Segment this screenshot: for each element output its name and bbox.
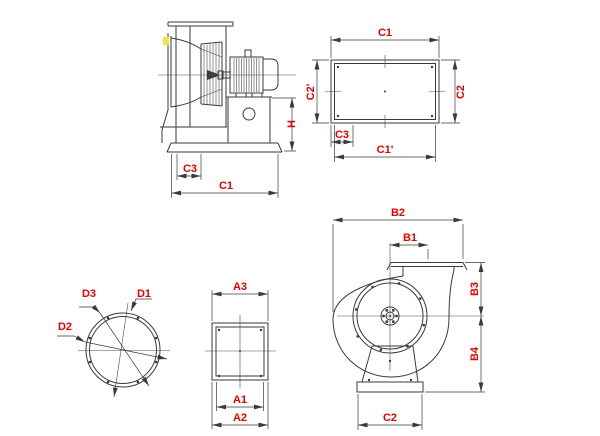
- pedestal-front: [356, 345, 424, 393]
- dim-label-c1-top: C1: [378, 27, 392, 39]
- dim-label-a2: A2: [233, 412, 247, 424]
- dim-label-b3: B3: [469, 282, 481, 296]
- dim-label-b2: B2: [391, 207, 405, 219]
- highlight-mark: [163, 37, 169, 45]
- motor-eyebolt: [244, 49, 252, 58]
- dim-label-c2-top: C2: [455, 85, 467, 99]
- dim-label-c1-side: C1: [219, 180, 233, 192]
- bolt-holes: [88, 316, 158, 384]
- scroll-front-view: B2 B1 B3 B4 C2: [332, 207, 485, 430]
- motor: [229, 49, 279, 98]
- pedestal-hole: [242, 107, 256, 121]
- dim-label-b1: B1: [403, 232, 417, 244]
- base-top-view: C1 C2' C2 C3 C1': [305, 27, 467, 162]
- base-front: [356, 381, 424, 393]
- fan-side-view: H C3 C1: [158, 21, 298, 198]
- dim-label-b4: B4: [469, 346, 481, 361]
- inlet-flange-view: D3 D1 D2: [57, 288, 170, 398]
- dim-label-c2-front: C2: [383, 412, 397, 424]
- dim-label-c3-side: C3: [183, 163, 197, 175]
- dim-label-d1: D1: [137, 288, 151, 300]
- pedestal-side: [226, 96, 272, 144]
- dim-label-c2-prime: C2': [305, 83, 317, 100]
- dim-label-d3: D3: [82, 288, 96, 300]
- dim-label-d2: D2: [58, 321, 72, 333]
- base-side: [166, 142, 283, 153]
- outlet-flange-view: A3 A1 A2: [205, 281, 276, 429]
- dim-label-c1-prime: C1': [377, 144, 394, 156]
- dim-label-a3: A3: [233, 281, 247, 293]
- dim-label-c3-top: C3: [335, 129, 349, 141]
- dim-label-a1: A1: [233, 394, 247, 406]
- dim-label-h: H: [286, 120, 298, 128]
- volute-outline: [332, 267, 455, 378]
